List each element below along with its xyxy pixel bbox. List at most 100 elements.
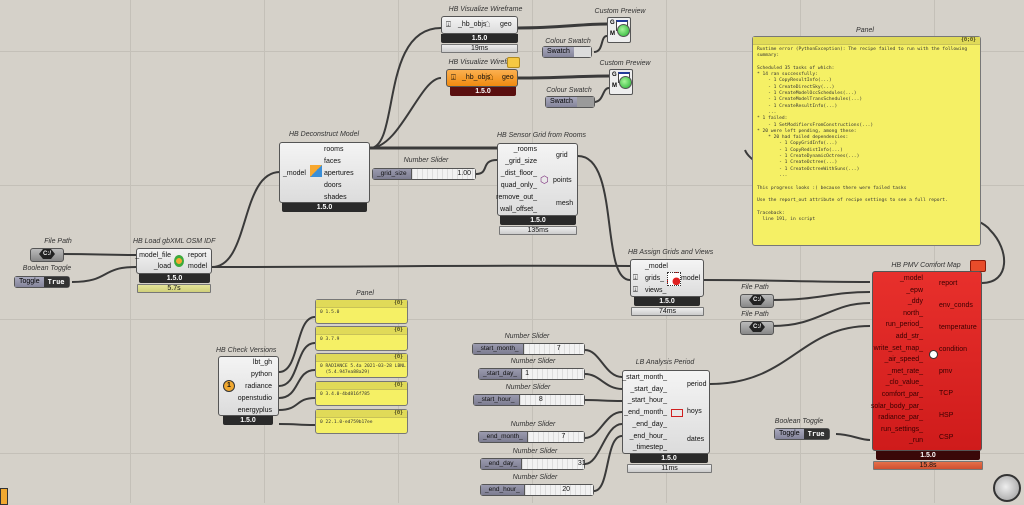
output-python[interactable]: python <box>250 371 272 378</box>
analysis-period-input[interactable]: _end_hour_ <box>629 432 667 440</box>
slider-track[interactable]: 7 <box>523 344 584 354</box>
pmv-output[interactable]: HSP <box>939 412 954 419</box>
output-geo[interactable]: geo <box>502 74 514 81</box>
swatch-color[interactable] <box>573 47 591 57</box>
analysis-period-input[interactable]: _end_day_ <box>632 420 667 428</box>
analysis-period-input[interactable]: _end_month_ <box>624 409 667 417</box>
input-model-file[interactable]: _model_file <box>135 252 171 259</box>
colour-swatch-1[interactable]: Swatch <box>542 46 592 58</box>
output-geo[interactable]: geo <box>500 21 512 28</box>
file-path-3[interactable]: C:/ <box>740 321 774 335</box>
pmv-input[interactable]: add_str_ <box>895 333 923 340</box>
input-views[interactable]: views_ <box>645 287 667 294</box>
pmv-input[interactable]: north_ <box>903 309 923 317</box>
slider-track[interactable]: 1.00 <box>411 169 475 179</box>
pmv-input[interactable]: run_settings_ <box>880 425 923 433</box>
pmv-output[interactable]: TCP <box>939 390 953 397</box>
pmv-input[interactable]: _ddy <box>907 298 923 306</box>
check-versions-component[interactable]: lbt_gh python radiance openstudio energy… <box>218 356 279 416</box>
pmv-output[interactable]: condition <box>939 346 968 353</box>
load-model-component[interactable]: _model_file _load report model <box>135 248 212 274</box>
output-dates[interactable]: dates <box>687 436 705 443</box>
pmv-output[interactable]: CSP <box>939 434 954 441</box>
version-panel[interactable]: {0}0 3.4.0-4bd816f785 <box>315 381 408 406</box>
number-slider[interactable]: _start_day_1 <box>478 368 585 380</box>
sensor-grid-component[interactable]: _rooms _grid_size _dist_floor_ quad_only… <box>496 143 578 216</box>
input-hb-objs[interactable]: _hb_objs <box>458 21 487 28</box>
output-mesh[interactable]: mesh <box>556 200 574 207</box>
output-grid[interactable]: grid <box>556 152 568 159</box>
number-slider[interactable]: _start_hour_8 <box>473 394 585 406</box>
file-path-1[interactable]: C:/ <box>30 248 64 262</box>
pmv-input[interactable]: radiance_par_ <box>878 414 923 422</box>
analysis-period-input[interactable]: _start_month_ <box>622 374 667 381</box>
pmv-input[interactable]: comfort_par_ <box>881 391 923 398</box>
output-period[interactable]: period <box>687 381 707 388</box>
viz-wireframe-1-component[interactable]: ⍗ _hb_objs ⌂ geo <box>441 16 518 34</box>
assign-grids-component[interactable]: _model ⍗ grids_ ⍗ views_ model <box>630 259 704 297</box>
colour-swatch-2[interactable]: Swatch <box>545 96 595 108</box>
output-points[interactable]: points <box>553 177 572 184</box>
input-g[interactable]: G <box>610 20 615 26</box>
slider-track[interactable]: 31 <box>522 459 586 469</box>
input-rooms[interactable]: _rooms <box>513 146 537 153</box>
swatch-color[interactable] <box>576 97 594 107</box>
pmv-output[interactable]: env_conds <box>939 302 973 309</box>
number-slider[interactable]: _end_month_7 <box>478 431 585 443</box>
pmv-input[interactable]: _air_speed_ <box>884 356 923 364</box>
output-doors[interactable]: doors <box>324 182 342 189</box>
input-g[interactable]: G <box>612 72 617 78</box>
analysis-period-input[interactable]: _timestep_ <box>632 444 667 452</box>
pmv-output[interactable]: report <box>939 280 958 287</box>
input-quad-only[interactable]: quad_only_ <box>500 182 537 189</box>
custom-preview-2[interactable]: G M <box>609 69 633 95</box>
slider-track[interactable]: 7 <box>527 432 584 442</box>
pmv-input[interactable]: _epw <box>906 286 923 294</box>
analysis-period-input[interactable]: _start_hour_ <box>627 397 667 405</box>
output-lbt-gh[interactable]: lbt_gh <box>252 359 272 366</box>
pmv-input[interactable]: _model <box>900 275 923 282</box>
output-model[interactable]: model <box>188 263 208 270</box>
toggle-value[interactable]: True <box>803 429 829 439</box>
grid-size-slider[interactable]: _grid_size 1.00 <box>372 168 476 180</box>
input-m[interactable]: M <box>612 83 617 89</box>
pmv-input[interactable]: solar_body_par_ <box>870 402 923 410</box>
output-openstudio[interactable]: openstudio <box>237 395 272 402</box>
number-slider[interactable]: _end_hour_20 <box>480 484 594 496</box>
toggle-value[interactable]: True <box>43 277 69 287</box>
pmv-input[interactable]: _clo_value_ <box>885 379 923 387</box>
input-m[interactable]: M <box>610 31 615 37</box>
output-radiance[interactable]: radiance <box>245 383 272 390</box>
pmv-input[interactable]: write_set_map_ <box>873 344 923 352</box>
output-apertures[interactable]: apertures <box>324 170 354 177</box>
input-model[interactable]: _model <box>283 170 306 177</box>
warning-balloon-icon[interactable] <box>507 57 520 68</box>
slider-track[interactable]: 8 <box>519 395 584 405</box>
number-slider[interactable]: _end_day_31 <box>480 458 586 470</box>
output-rooms[interactable]: rooms <box>324 146 344 153</box>
pmv-input[interactable]: _met_rate_ <box>887 367 923 375</box>
input-hb-objs[interactable]: _hb_objs <box>462 74 491 81</box>
slider-track[interactable]: 20 <box>524 485 593 495</box>
pmv-input[interactable]: _run <box>908 437 923 445</box>
input-remove-out[interactable]: remove_out_ <box>496 194 537 201</box>
boolean-toggle-2[interactable]: Toggle True <box>774 428 830 440</box>
input-wall-offset[interactable]: wall_offset_ <box>500 206 537 213</box>
pmv-map-component[interactable]: _model _epw _ddy north_ run_period_ add_str_w… <box>870 271 982 451</box>
analysis-period-component[interactable]: _start_month_ _start_day_ _start_hour_ _end… <box>622 370 710 454</box>
output-model[interactable]: model <box>681 275 701 282</box>
version-panel[interactable]: {0}0 RADIANCE 5.4a 2021-03-28 LBNL (5.4.… <box>315 353 408 378</box>
input-dist-floor[interactable]: _dist_floor_ <box>500 170 537 177</box>
file-path-2[interactable]: C:/ <box>740 294 774 308</box>
version-panel[interactable]: {0}0 1.5.0 <box>315 299 408 324</box>
viz-wireframe-2-component[interactable]: ⍗ _hb_objs ⌂ geo <box>446 69 518 87</box>
version-panel[interactable]: {0}0 22.1.0-ed759b17ee <box>315 409 408 434</box>
input-grids[interactable]: grids_ <box>645 275 665 282</box>
output-energyplus[interactable]: energyplus <box>237 407 272 414</box>
input-load[interactable]: _load <box>153 263 171 270</box>
boolean-toggle-1[interactable]: Toggle True <box>14 276 70 288</box>
analysis-period-input[interactable]: _start_day_ <box>630 385 667 393</box>
pmv-input[interactable]: run_period_ <box>885 321 923 329</box>
version-panel[interactable]: {0}0 3.7.9 <box>315 326 408 351</box>
output-faces[interactable]: faces <box>324 158 341 165</box>
